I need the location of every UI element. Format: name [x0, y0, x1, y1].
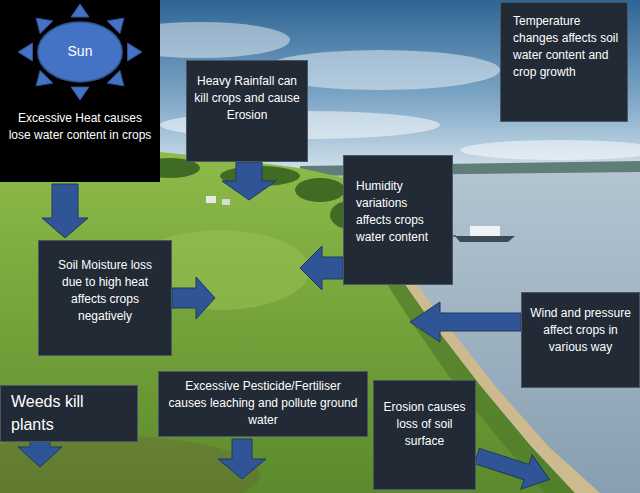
sun-ray	[18, 43, 33, 61]
block-arrow	[222, 162, 276, 200]
box-text: Heavy Rainfall can kill crops and cause …	[194, 73, 300, 124]
wind-box: Wind and pressure affect crops in variou…	[521, 292, 640, 388]
temperature-box: Temperature changes affects soil water c…	[500, 2, 628, 122]
soil-moisture-box: Soil Moisture loss due to high heat affe…	[38, 240, 172, 356]
box-text: Soil Moisture loss due to high heat affe…	[47, 257, 163, 325]
sun-label: Sun	[68, 42, 93, 62]
box-text: Wind and pressure affect crops in variou…	[528, 305, 633, 356]
pesticide-box: Excessive Pesticide/Fertiliser causes le…	[158, 371, 368, 437]
hillside	[0, 144, 575, 493]
heat-box: Excessive Heat causes lose water content…	[0, 0, 160, 182]
sun-shape: Sun	[14, 2, 146, 102]
box-text: Excessive Pesticide/Fertiliser causes le…	[167, 378, 359, 429]
arrow-body	[42, 184, 88, 238]
rainfall-box: Heavy Rainfall can kill crops and cause …	[186, 60, 308, 162]
humidity-box: Humidity variations affects crops water …	[343, 155, 453, 285]
sun-ray	[71, 87, 89, 100]
box-text: Temperature changes affects soil water c…	[513, 13, 619, 81]
cloud	[460, 140, 640, 160]
flow-arrow	[42, 184, 88, 238]
house	[206, 196, 216, 203]
block-arrow	[410, 302, 521, 342]
block-arrow	[172, 277, 215, 319]
tree-cluster	[295, 178, 345, 202]
box-text: Humidity variations affects crops water …	[356, 178, 444, 246]
sun-ray	[128, 43, 143, 61]
box-text: Excessive Heat causes lose water content…	[8, 110, 152, 144]
sun-disc	[38, 22, 122, 82]
boat-hull	[455, 236, 515, 242]
box-text: Weeds kill plants	[11, 391, 129, 436]
sun-ray	[71, 4, 89, 17]
block-arrow	[218, 439, 266, 479]
weeds-box: Weeds kill plants	[0, 385, 138, 442]
house	[222, 199, 230, 205]
erosion-box: Erosion causes loss of soil surface	[373, 380, 476, 490]
boat-cabin	[470, 226, 500, 236]
box-text: Erosion causes loss of soil surface	[380, 399, 469, 450]
block-arrow	[471, 439, 554, 493]
block-arrow	[300, 246, 343, 290]
